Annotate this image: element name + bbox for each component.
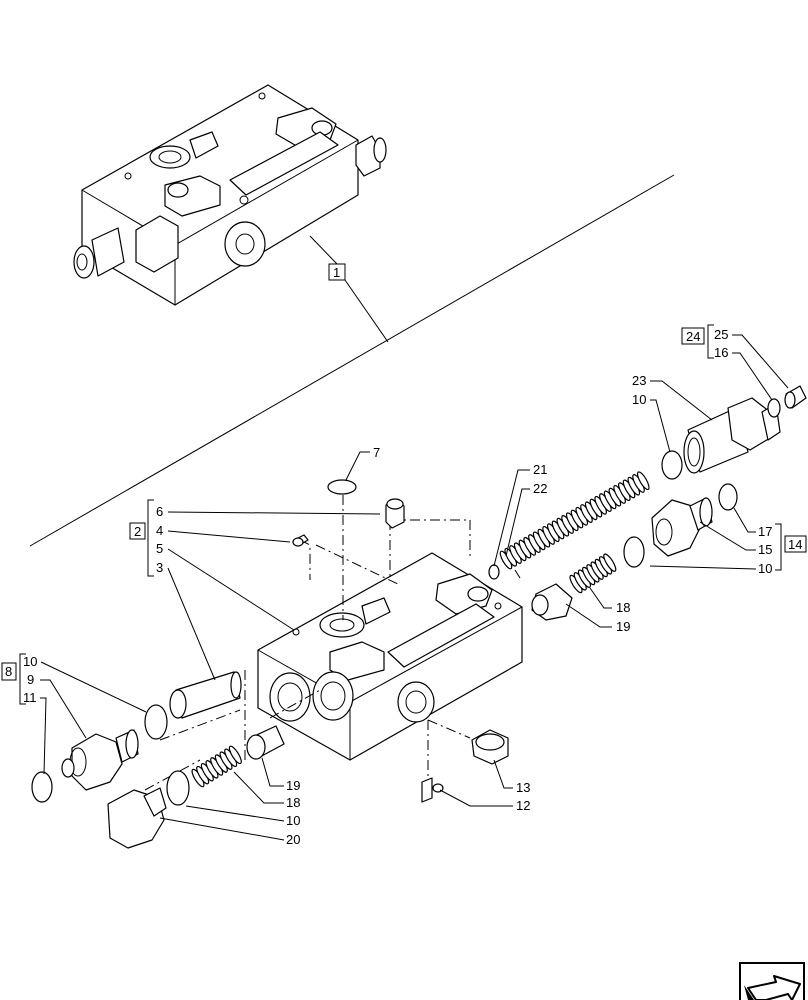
seat-19-left	[246, 725, 285, 760]
spring-coil	[228, 745, 242, 765]
callout-2-label: 2	[134, 524, 141, 539]
callout-13-label: 13	[516, 780, 530, 795]
callout-14-group: 14 17 15 10	[649, 507, 807, 576]
callout-3-label: 3	[156, 560, 163, 575]
spring-18-left	[191, 745, 242, 788]
washer-21	[488, 564, 500, 580]
o-ring-10-left	[144, 704, 168, 740]
spring-18-right	[569, 553, 617, 594]
o-ring-7	[327, 479, 357, 495]
callout-7-label: 7	[373, 445, 380, 460]
callout-21-22: 21 22	[493, 462, 547, 567]
plug-6	[385, 498, 405, 529]
callout-23: 23	[632, 373, 713, 421]
callout-1: 1	[309, 235, 389, 343]
long-spring-22	[499, 471, 650, 570]
o-ring-10-right-top	[661, 450, 683, 480]
callout-18a-label: 18	[616, 600, 630, 615]
callout-7: 7	[345, 445, 380, 481]
pin-12	[421, 777, 444, 803]
callout-24-group: 24 25 16	[681, 324, 789, 401]
fitting-9	[61, 729, 139, 791]
callout-10d-label: 10	[286, 813, 300, 828]
callout-21-label: 21	[533, 462, 547, 477]
callout-24-label: 24	[686, 329, 700, 344]
callout-13-12: 13 12	[439, 759, 530, 813]
callout-4-label: 4	[156, 523, 163, 538]
callout-6-label: 6	[156, 504, 163, 519]
callout-22-label: 22	[533, 481, 547, 496]
o-ring-11	[31, 771, 53, 803]
callout-12-label: 12	[516, 798, 530, 813]
o-ring-10-right-mid	[623, 536, 645, 568]
callout-18-19-right: 18 19	[565, 587, 630, 634]
callout-5-label: 5	[156, 541, 163, 556]
callout-14-label: 14	[788, 537, 802, 552]
spring-coil	[603, 553, 617, 572]
callout-10-right-top: 10	[632, 392, 671, 453]
callout-20-label: 20	[286, 832, 300, 847]
o-ring-10-lower	[166, 770, 190, 806]
callout-8-group: 8 10 9 11	[1, 653, 147, 775]
spring-coil	[636, 471, 650, 491]
callout-19b-label: 19	[286, 778, 300, 793]
callout-15-label: 15	[758, 542, 772, 557]
callout-25-label: 25	[714, 327, 728, 342]
sleeve-3	[169, 671, 242, 719]
section-divider-line	[29, 174, 675, 547]
callout-2-group: 2 6 4 5 3	[129, 499, 381, 681]
pin-4	[292, 534, 309, 547]
callout-9-label: 9	[27, 672, 34, 687]
main-valve-body	[257, 552, 523, 761]
fitting-15	[651, 497, 713, 557]
ring-16	[767, 398, 781, 418]
callout-10c-label: 10	[758, 561, 772, 576]
callout-10b-label: 10	[23, 654, 37, 669]
o-ring-17	[718, 483, 738, 511]
sleeve-23	[683, 397, 781, 474]
assembly-center-lines	[144, 495, 521, 791]
assembled-valve-block	[73, 84, 387, 306]
callout-23-label: 23	[632, 373, 646, 388]
plug-25	[784, 385, 807, 409]
callout-left-bottom: 19 18 10 20	[159, 757, 300, 847]
callout-18b-label: 18	[286, 795, 300, 810]
callout-19a-label: 19	[616, 619, 630, 634]
callout-8-label: 8	[5, 664, 12, 679]
seat-19-right	[531, 583, 573, 621]
callout-11-label: 11	[23, 690, 37, 705]
plug-20	[107, 787, 167, 849]
plug-13	[471, 729, 509, 765]
callout-16-label: 16	[714, 345, 728, 360]
callout-1-label: 1	[333, 265, 340, 280]
callout-17-label: 17	[758, 524, 772, 539]
callout-10a-label: 10	[632, 392, 646, 407]
next-page-arrow-icon[interactable]	[739, 962, 805, 1000]
